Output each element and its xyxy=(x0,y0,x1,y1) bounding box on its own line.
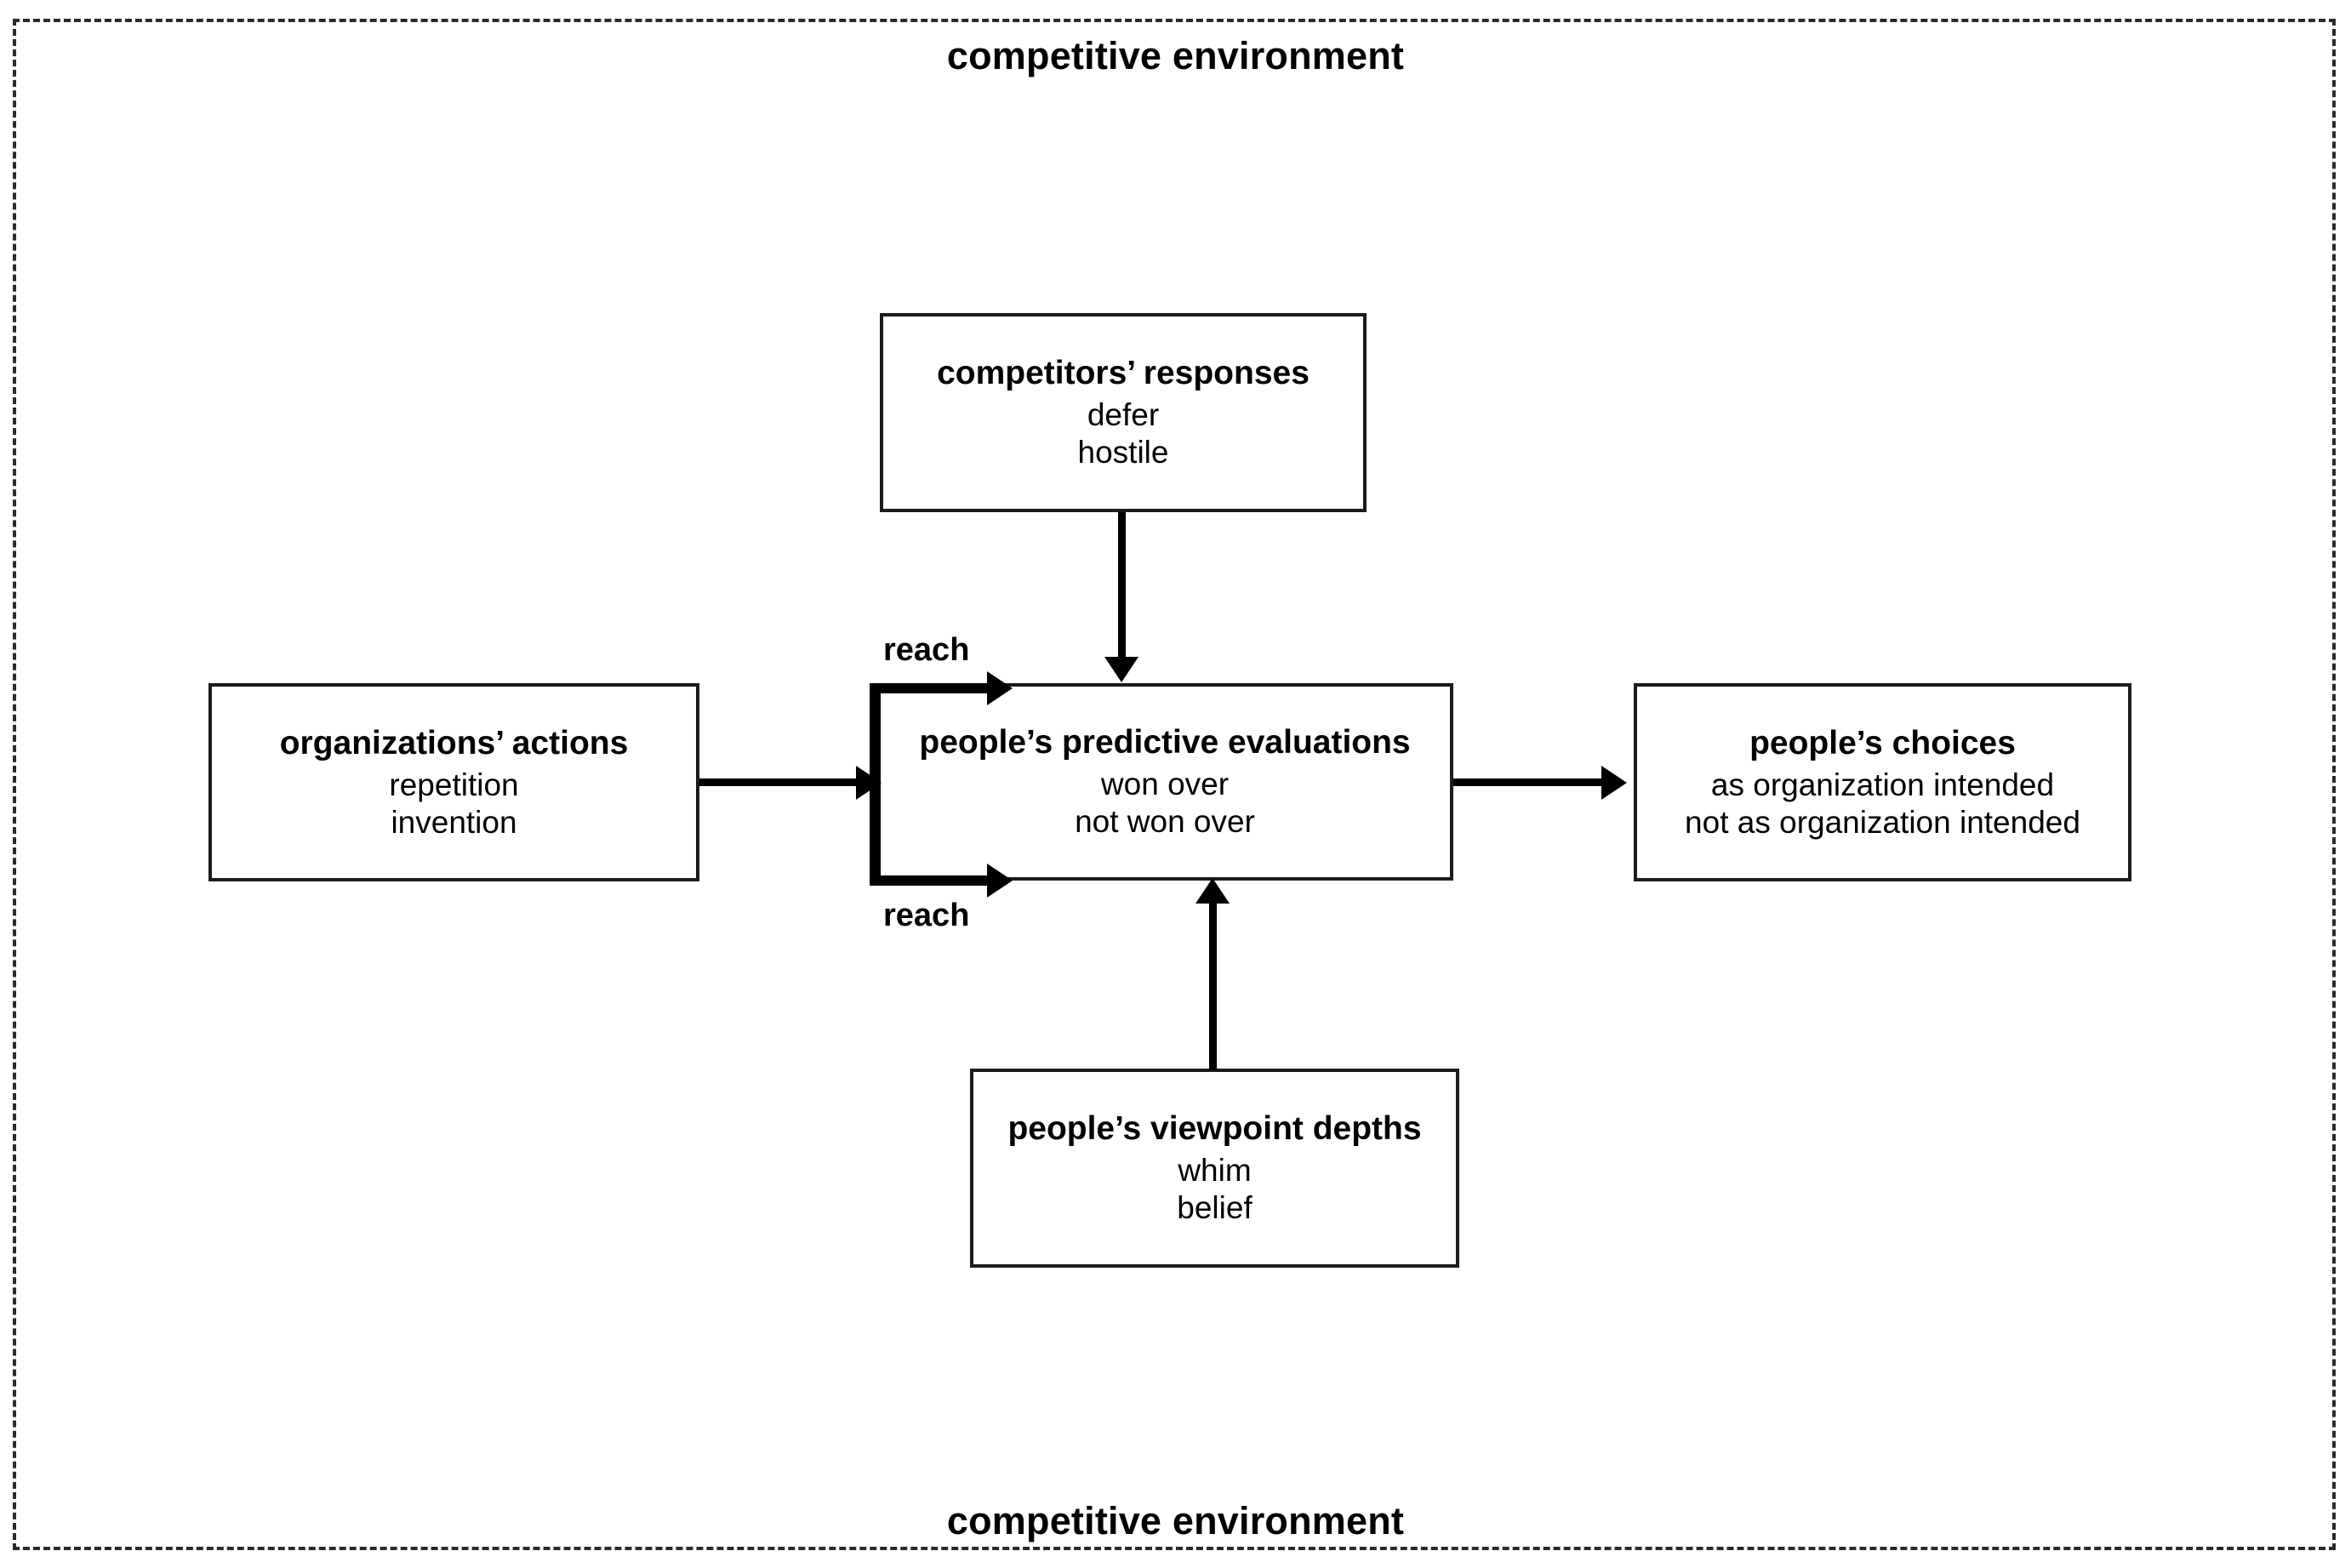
arrow-down-icon xyxy=(1104,657,1138,682)
node-peoples-viewpoint-depths[interactable]: people’s viewpoint depths whim belief xyxy=(970,1069,1459,1268)
arrow-right-icon xyxy=(987,864,1013,898)
node-option: belief xyxy=(1177,1190,1253,1225)
node-option: defer xyxy=(1087,397,1160,433)
reach-bracket-top-arm xyxy=(870,683,996,693)
node-option: as organization intended xyxy=(1710,767,2055,802)
environment-label-top: competitive environment xyxy=(946,34,1405,77)
node-organizations-actions[interactable]: organizations’ actions repetition invent… xyxy=(208,683,699,881)
node-option: repetition xyxy=(389,767,519,802)
node-competitors-responses[interactable]: competitors’ responses defer hostile xyxy=(880,313,1367,512)
node-option: won over xyxy=(1100,767,1230,802)
node-option: hostile xyxy=(1077,435,1169,470)
reach-bracket-vertical xyxy=(870,683,881,886)
node-title: competitors’ responses xyxy=(937,355,1310,392)
node-title: people’s predictive evaluations xyxy=(919,724,1411,761)
node-peoples-choices[interactable]: people’s choices as organization intende… xyxy=(1634,683,2131,881)
arrow-right-icon xyxy=(1601,766,1627,800)
arrow-right-icon xyxy=(987,671,1013,705)
edge-competitors-to-evaluations xyxy=(1118,512,1126,661)
node-option: not won over xyxy=(1075,804,1255,839)
environment-label-bottom: competitive environment xyxy=(946,1499,1405,1542)
node-title: people’s choices xyxy=(1749,724,2016,761)
node-option: invention xyxy=(391,804,517,840)
node-option: not as organization intended xyxy=(1685,804,2080,840)
arrow-up-icon xyxy=(1195,878,1230,904)
edge-label-reach-top: reach xyxy=(883,632,970,668)
edge-viewpoint-to-evaluations xyxy=(1209,904,1217,1070)
edge-actions-to-evaluations xyxy=(699,778,863,786)
node-option: whim xyxy=(1178,1153,1252,1189)
node-title: people’s viewpoint depths xyxy=(1007,1110,1422,1148)
node-title: organizations’ actions xyxy=(279,724,629,761)
reach-bracket-bottom-arm xyxy=(870,875,996,886)
competitive-environment-frame xyxy=(13,19,2336,1550)
edge-evaluations-to-choices xyxy=(1453,778,1603,786)
edge-label-reach-bottom: reach xyxy=(883,898,970,933)
node-peoples-predictive-evaluations[interactable]: people’s predictive evaluations won over… xyxy=(876,683,1453,881)
